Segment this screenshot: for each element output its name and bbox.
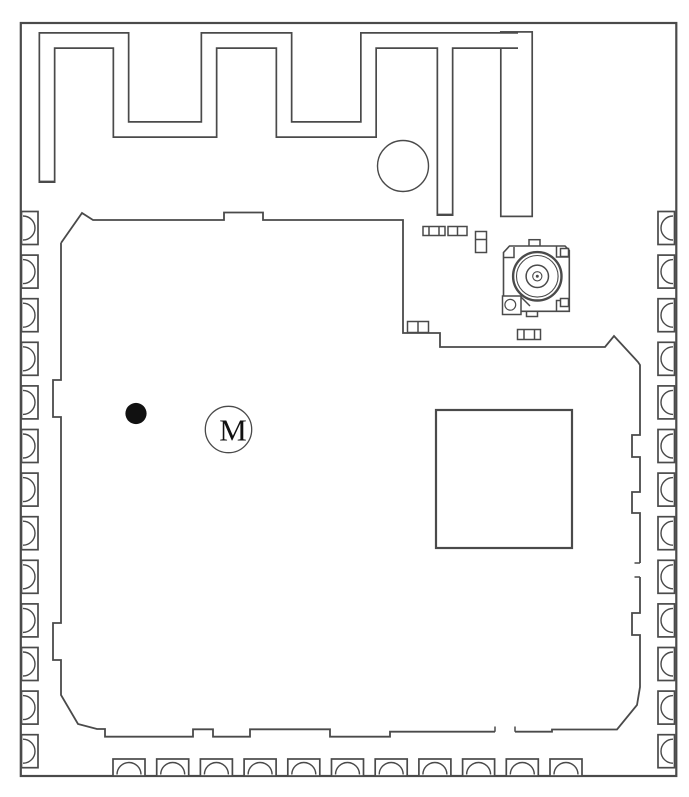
shield-can-outline (52, 211, 641, 738)
shield-break-ticks (494, 562, 640, 732)
castellated-pad (657, 254, 676, 289)
castellated-pad (657, 646, 676, 682)
castellated-pad (20, 515, 39, 551)
castellated-pad (657, 559, 676, 595)
castellated-pad (20, 690, 39, 725)
smd-component (447, 225, 468, 237)
marker-letter: M (219, 413, 247, 448)
castellated-pad (374, 758, 409, 777)
castellated-pad (20, 603, 39, 638)
right-castellated-pads (657, 210, 676, 769)
ufl-pin-ring (532, 271, 543, 282)
castellated-pad (243, 758, 277, 777)
castellated-pad (657, 603, 676, 638)
antenna-via-circle (376, 139, 430, 193)
castellated-pad (505, 758, 540, 777)
castellated-pad (199, 758, 234, 777)
castellated-pad (20, 559, 39, 595)
castellated-pad (549, 758, 583, 777)
castellated-pad (657, 385, 676, 420)
castellated-pad (657, 515, 676, 551)
marker-circle: M (204, 405, 253, 454)
smd-component (422, 225, 446, 237)
castellated-pad (20, 341, 39, 377)
castellated-pad (330, 758, 365, 777)
pcb-outline (19, 21, 678, 778)
castellated-pad (20, 385, 39, 420)
castellated-pad (286, 758, 321, 777)
rf-matching-components (406, 225, 542, 341)
smd-component (474, 230, 488, 254)
ufl-pin-dot (535, 274, 539, 278)
bottom-castellated-pads (112, 758, 583, 777)
castellated-pad (20, 472, 39, 507)
castellated-pad (112, 758, 146, 777)
castellated-pad (657, 297, 676, 333)
castellated-pad (20, 646, 39, 682)
ufl-connector (501, 238, 571, 318)
castellated-pad (657, 341, 676, 377)
ufl-inner-ring (525, 264, 550, 289)
ic-square (434, 408, 574, 550)
castellated-pad (418, 758, 452, 777)
castellated-pad (657, 690, 676, 725)
ufl-corner-nub (559, 247, 570, 258)
castellated-pad (657, 733, 676, 769)
castellated-pad (20, 733, 39, 769)
smd-component (406, 320, 430, 334)
meander-antenna-trace (38, 31, 534, 218)
castellated-pad (657, 210, 676, 246)
castellated-pad (20, 210, 39, 246)
castellated-pad (657, 472, 676, 507)
ufl-corner-nub (559, 297, 570, 308)
castellated-pad (461, 758, 496, 777)
antenna-end-stub (499, 31, 534, 218)
smd-component (516, 328, 542, 341)
castellated-pad (20, 254, 39, 289)
pin1-dot (125, 402, 147, 425)
castellated-pad (20, 428, 39, 464)
castellated-pad (20, 297, 39, 333)
ufl-ground-lug (501, 295, 531, 316)
left-castellated-pads (20, 210, 39, 769)
ufl-rim-ring (515, 254, 559, 298)
castellated-pad (155, 758, 190, 777)
castellated-pad (657, 428, 676, 464)
